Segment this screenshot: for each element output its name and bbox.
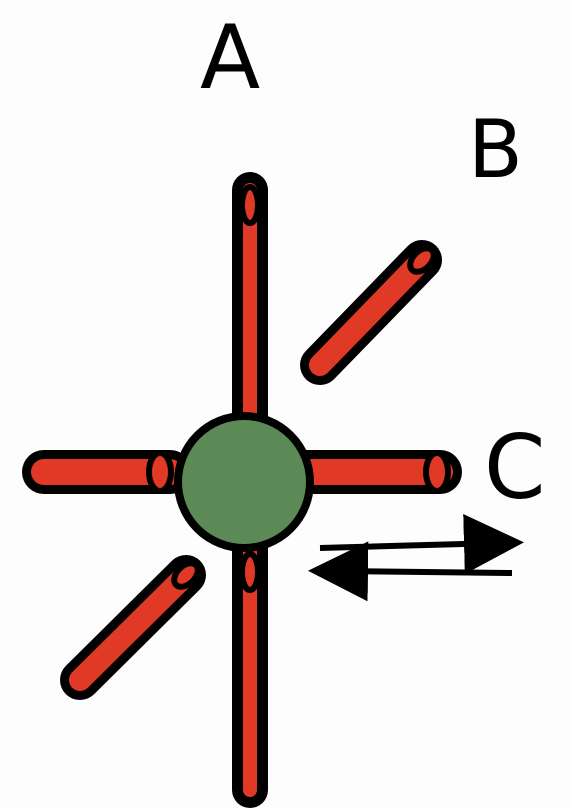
rod-c-right bbox=[300, 453, 448, 491]
label-a: A bbox=[200, 14, 260, 102]
rod-a-bottom bbox=[242, 540, 258, 790]
label-c: C bbox=[484, 424, 545, 512]
rod-a-top bbox=[242, 187, 258, 440]
rod-b-lower bbox=[80, 559, 202, 680]
rod-c-left bbox=[44, 453, 171, 491]
arrow-right bbox=[320, 543, 500, 548]
rod-b-upper bbox=[320, 244, 438, 365]
label-b: B bbox=[468, 110, 523, 190]
arrow-left bbox=[332, 571, 512, 573]
central-hub bbox=[178, 416, 310, 548]
double-arrow bbox=[320, 543, 512, 573]
